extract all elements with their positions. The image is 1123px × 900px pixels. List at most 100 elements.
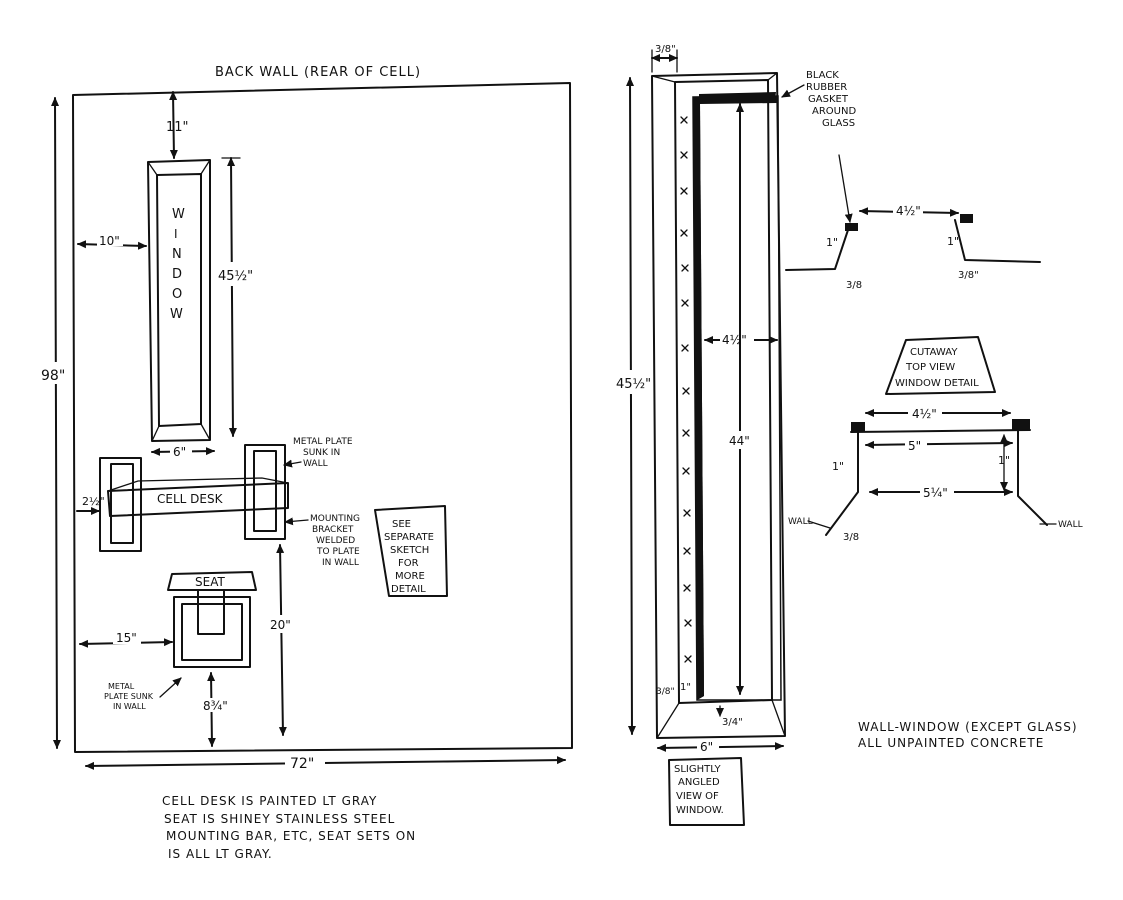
svg-text:BLACK: BLACK: [806, 70, 839, 81]
svg-text:BRACKET: BRACKET: [312, 525, 354, 535]
svg-text:GLASS: GLASS: [822, 118, 855, 129]
svg-text:MOUNTING: MOUNTING: [310, 514, 360, 524]
dim-wall-width: 72": [290, 756, 314, 772]
back-wall-title: BACK WALL (REAR OF CELL): [215, 65, 421, 80]
finish-notes: CELL DESK IS PAINTED LT GRAY SEAT IS SHI…: [162, 794, 416, 861]
window-frame-outer: [651, 72, 786, 739]
svg-text:IN WALL: IN WALL: [113, 702, 146, 711]
svg-text:WALL: WALL: [303, 459, 328, 469]
dim-cutaway-left-depth: 1": [832, 460, 844, 473]
dim-cutaway-right-depth: 1": [998, 454, 1010, 467]
svg-text:O: O: [172, 287, 182, 302]
back-wall-outline: [72, 82, 573, 753]
dim-line-cutaway-mid: [865, 439, 1013, 449]
window-angled-view: 3/8" 45½": [616, 44, 856, 826]
window-top-detail: 4½" 1" 1" 3/8 3/8": [785, 154, 1041, 291]
cutaway-glass-line: [850, 429, 1031, 433]
back-wall-drawing: BACK WALL (REAR OF CELL) 98" 72" 11" W I…: [40, 65, 573, 772]
svg-text:WINDOW.: WINDOW.: [676, 805, 724, 816]
svg-text:CUTAWAY: CUTAWAY: [910, 347, 958, 358]
gasket-label: BLACK RUBBER GASKET AROUND GLASS: [781, 70, 856, 129]
seat-top: [167, 571, 257, 591]
dim-inner-height: 44": [729, 434, 750, 448]
dim-top-detail-left-bevel: 3/8: [846, 280, 862, 291]
top-detail-profile: [785, 219, 1041, 271]
seat-plate: [173, 596, 251, 668]
svg-text:METAL PLATE: METAL PLATE: [293, 437, 353, 447]
dim-top-detail-width: 4½": [896, 204, 921, 218]
svg-text:I: I: [174, 227, 178, 241]
cutaway-wall-left: WALL: [788, 517, 813, 527]
cell-desk: [107, 482, 289, 517]
dim-seat-to-desk: 20": [270, 618, 291, 632]
dim-window-height: 45½": [218, 269, 253, 284]
dim-top-detail-right-bevel: 3/8": [958, 270, 979, 281]
dim-line-top-to-window: [169, 91, 178, 159]
desk-left-bracket: [110, 463, 134, 544]
svg-text:SUNK IN: SUNK IN: [303, 448, 340, 458]
dim-top-to-window: 11": [166, 120, 189, 135]
svg-text:FOR: FOR: [398, 558, 419, 569]
dim-window-bottom: 3/4": [722, 717, 743, 728]
window-view-caption: SLIGHTLY ANGLED VIEW OF WINDOW.: [668, 757, 745, 826]
seat-bracket: [197, 589, 225, 635]
svg-text:SEE: SEE: [392, 519, 411, 530]
svg-text:SKETCH: SKETCH: [390, 545, 429, 556]
dim-line-wall-width: [85, 756, 566, 770]
svg-text:MOUNTING BAR, ETC, SEAT SETS O: MOUNTING BAR, ETC, SEAT SETS ON: [166, 829, 416, 843]
cutaway-wall-right: WALL: [1058, 520, 1083, 530]
desk-label: CELL DESK: [157, 492, 224, 506]
window-vertical-label: W I N D O W: [170, 207, 185, 322]
dim-inner-width: 4½": [722, 333, 747, 347]
dim-window-top: 3/8": [655, 44, 676, 55]
seat-plate-inner: [181, 603, 243, 661]
gasket: [693, 96, 778, 700]
dim-left-to-window: 10": [99, 234, 120, 248]
dim-window-bottom-inner: 1": [680, 682, 691, 693]
dim-window-bottom-left: 3/8": [656, 687, 675, 697]
svg-text:N: N: [172, 247, 182, 262]
metal-plate-label: METAL PLATE SUNK IN WALL: [283, 437, 353, 469]
desk-left-plate: [99, 457, 142, 552]
window-frame-bevel: [674, 79, 773, 704]
dim-cutaway-glass: 4½": [912, 407, 937, 421]
cutaway-title-box: [885, 336, 996, 395]
svg-text:W: W: [172, 207, 185, 222]
desk-right-bracket: [253, 450, 277, 532]
dim-line-wall-height: [51, 97, 61, 749]
svg-text:SLIGHTLY: SLIGHTLY: [674, 764, 721, 775]
dim-cutaway-mid: 5": [908, 439, 921, 453]
svg-text:IS ALL LT GRAY.: IS ALL LT GRAY.: [168, 847, 273, 861]
svg-text:ALL UNPAINTED CONCRETE: ALL UNPAINTED CONCRETE: [858, 736, 1044, 750]
svg-text:SEAT IS SHINEY STAINLESS STEEL: SEAT IS SHINEY STAINLESS STEEL: [164, 812, 395, 826]
svg-text:SEPARATE: SEPARATE: [384, 532, 434, 543]
dim-cutaway-bottom: 5¼": [923, 486, 948, 500]
svg-text:METAL: METAL: [108, 682, 135, 691]
svg-text:VIEW OF: VIEW OF: [676, 791, 719, 802]
cutaway-profile: [825, 429, 1048, 536]
dim-desk-left: 2½": [82, 495, 105, 508]
svg-text:IN WALL: IN WALL: [322, 558, 359, 568]
dim-seat-floor: 8¾": [203, 699, 228, 713]
dim-line-window-view-width: [657, 742, 784, 752]
dim-line-window-view-height: [626, 77, 636, 735]
cutaway-top-view: CUTAWAY TOP VIEW WINDOW DETAIL 4½" 5" 5¼…: [788, 336, 1083, 543]
svg-text:WALL-WINDOW (EXCEPT GLASS): WALL-WINDOW (EXCEPT GLASS): [858, 720, 1078, 734]
see-sketch-note: SEE SEPARATE SKETCH FOR MORE DETAIL: [374, 505, 448, 597]
dim-window-width: 6": [173, 445, 186, 459]
svg-text:TO PLATE: TO PLATE: [316, 547, 360, 557]
dim-window-view-height: 45½": [616, 377, 651, 392]
svg-text:MORE: MORE: [395, 571, 425, 582]
svg-text:PLATE SUNK: PLATE SUNK: [104, 692, 154, 701]
seat-plate-label: METAL PLATE SUNK IN WALL: [104, 677, 182, 711]
svg-text:AROUND: AROUND: [812, 106, 856, 117]
dim-line-window-height: [227, 157, 237, 437]
dim-line-seat-to-desk: [276, 544, 287, 736]
svg-text:CELL DESK IS PAINTED LT GRAY: CELL DESK IS PAINTED LT GRAY: [162, 794, 377, 808]
svg-text:GASKET: GASKET: [808, 94, 849, 105]
svg-text:RUBBER: RUBBER: [806, 82, 847, 93]
svg-text:WINDOW DETAIL: WINDOW DETAIL: [895, 378, 979, 389]
dim-wall-height: 98": [41, 368, 65, 384]
dim-seat-left: 15": [116, 631, 137, 645]
